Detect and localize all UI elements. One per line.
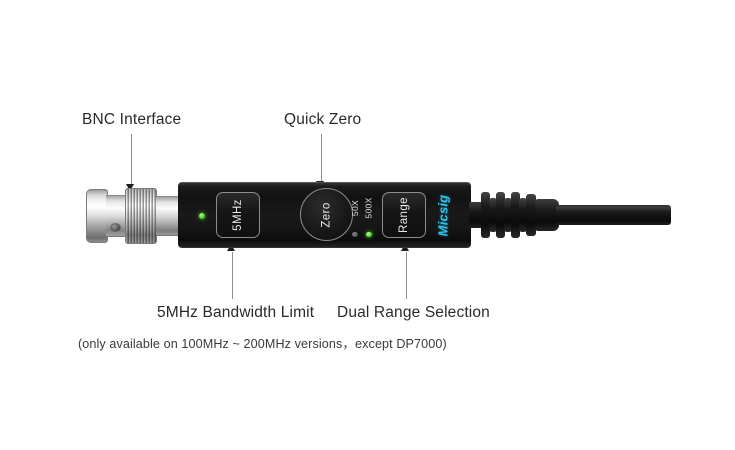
strain-relief-rib	[511, 192, 520, 238]
bnc-knurled-nut	[125, 188, 157, 244]
probe-body: 5MHz Zero 50X 500X Range Micsig	[178, 182, 471, 248]
strain-relief-neck	[469, 202, 483, 228]
range-indicator-50x-label: 50X	[350, 199, 361, 217]
label-quick-zero: Quick Zero	[284, 111, 362, 128]
footnote-text: (only available on 100MHz ~ 200MHz versi…	[78, 337, 447, 351]
label-dual-range-selection: Dual Range Selection	[337, 304, 490, 321]
power-led-indicator	[199, 213, 205, 219]
range-indicator-500x: 500X	[362, 194, 376, 238]
strain-relief-rib	[481, 192, 490, 238]
bnc-stud	[110, 223, 121, 232]
leader-line-dual-range	[406, 252, 408, 299]
quick-zero-button[interactable]: Zero	[300, 188, 353, 241]
range-led-500x	[366, 231, 372, 237]
label-bnc-interface: BNC Interface	[82, 111, 182, 128]
probe-cable	[556, 205, 671, 225]
strain-relief-rib	[504, 198, 512, 232]
range-led-50x	[352, 231, 358, 237]
range-selection-button[interactable]: Range	[382, 192, 426, 238]
strain-relief-rib	[519, 198, 527, 232]
zero-button-label: Zero	[320, 201, 333, 228]
arrow-down-icon-bnc	[126, 184, 134, 191]
strain-relief-rib	[496, 192, 505, 238]
leader-line-quick-zero	[321, 134, 323, 184]
leader-line-bnc	[131, 134, 133, 187]
range-button-label: Range	[397, 197, 410, 233]
range-indicator-500x-label: 500X	[364, 197, 374, 219]
bnc-connector	[86, 188, 184, 244]
range-indicator-50x: 50X	[348, 194, 362, 238]
strain-relief-rib	[489, 198, 497, 232]
brand-logo-text: Micsig	[435, 194, 451, 236]
range-indicator-cluster: 50X 500X	[348, 194, 378, 238]
strain-relief-rib	[526, 194, 536, 236]
strain-relief-taper	[535, 199, 559, 231]
bnc-flange	[86, 189, 108, 243]
bandwidth-limit-button[interactable]: 5MHz	[216, 192, 260, 238]
leader-line-bandwidth	[232, 252, 234, 299]
brand-logo: Micsig	[430, 193, 456, 237]
label-bandwidth-limit: 5MHz Bandwidth Limit	[157, 304, 315, 321]
bandwidth-button-label: 5MHz	[231, 199, 244, 231]
